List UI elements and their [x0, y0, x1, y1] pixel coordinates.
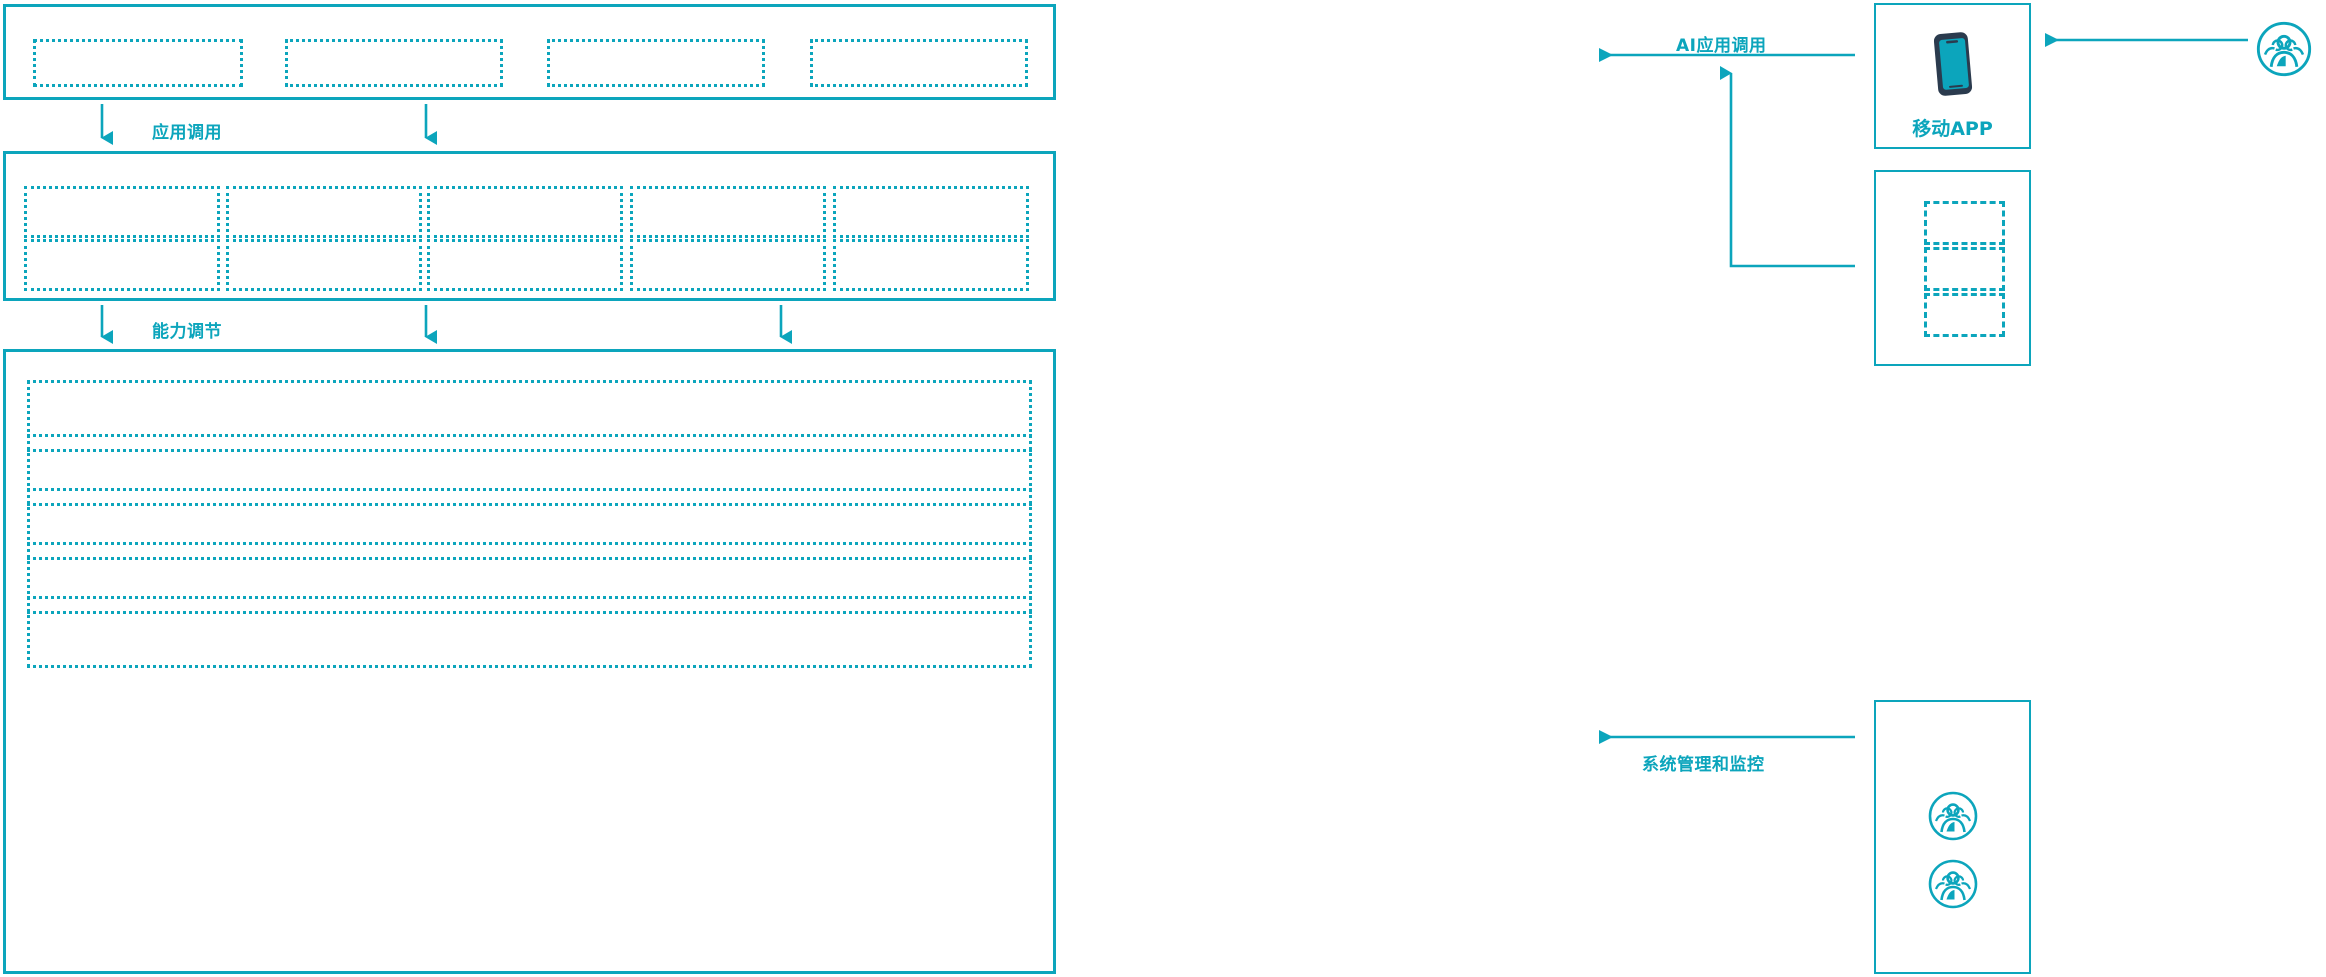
plat-row-4[interactable]: [27, 542, 1032, 614]
app-box-4[interactable]: [810, 39, 1028, 87]
cap-box-r2c2[interactable]: [226, 239, 422, 291]
app-box-3[interactable]: [547, 39, 765, 87]
channel-box-1[interactable]: [1924, 201, 2005, 245]
flow-label-sys-admin-monitor: 系统管理和监控: [1642, 755, 1765, 775]
cap-box-r2c4[interactable]: [630, 239, 826, 291]
flow-label-ai-app-call: AI应用调用: [1676, 36, 1767, 56]
channel-box-2[interactable]: [1924, 247, 2005, 291]
user-group-icon-admin-1: [1927, 790, 1979, 842]
cap-box-r1c3[interactable]: [427, 186, 623, 238]
mobile-app-label: 移动APP: [1912, 118, 1993, 140]
channel-box-3[interactable]: [1924, 293, 2005, 337]
capability-layer-panel: [3, 151, 1056, 301]
flow-label-app-call: 应用调用: [152, 123, 222, 143]
cap-box-r2c3[interactable]: [427, 239, 623, 291]
cap-box-r2c5[interactable]: [833, 239, 1029, 291]
flow-label-capability-adjust: 能力调节: [152, 322, 222, 342]
cap-box-r2c1[interactable]: [24, 239, 220, 291]
app-box-2[interactable]: [285, 39, 503, 87]
plat-row-3[interactable]: [27, 488, 1032, 560]
arrow-channel-riser: [1720, 66, 1855, 268]
cap-box-r1c5[interactable]: [833, 186, 1029, 238]
user-group-icon-end-user: [2255, 20, 2313, 78]
mobile-phone-icon: [1925, 28, 1981, 100]
admin-users-panel: [1874, 700, 2031, 974]
plat-row-2[interactable]: [27, 434, 1032, 506]
user-group-icon-admin-2: [1927, 858, 1979, 910]
cap-box-r1c2[interactable]: [226, 186, 422, 238]
plat-row-5[interactable]: [27, 596, 1032, 668]
cap-box-r1c4[interactable]: [630, 186, 826, 238]
platform-layer-panel: [3, 349, 1056, 974]
plat-row-1[interactable]: [27, 380, 1032, 452]
cap-box-r1c1[interactable]: [24, 186, 220, 238]
app-box-1[interactable]: [33, 39, 243, 87]
